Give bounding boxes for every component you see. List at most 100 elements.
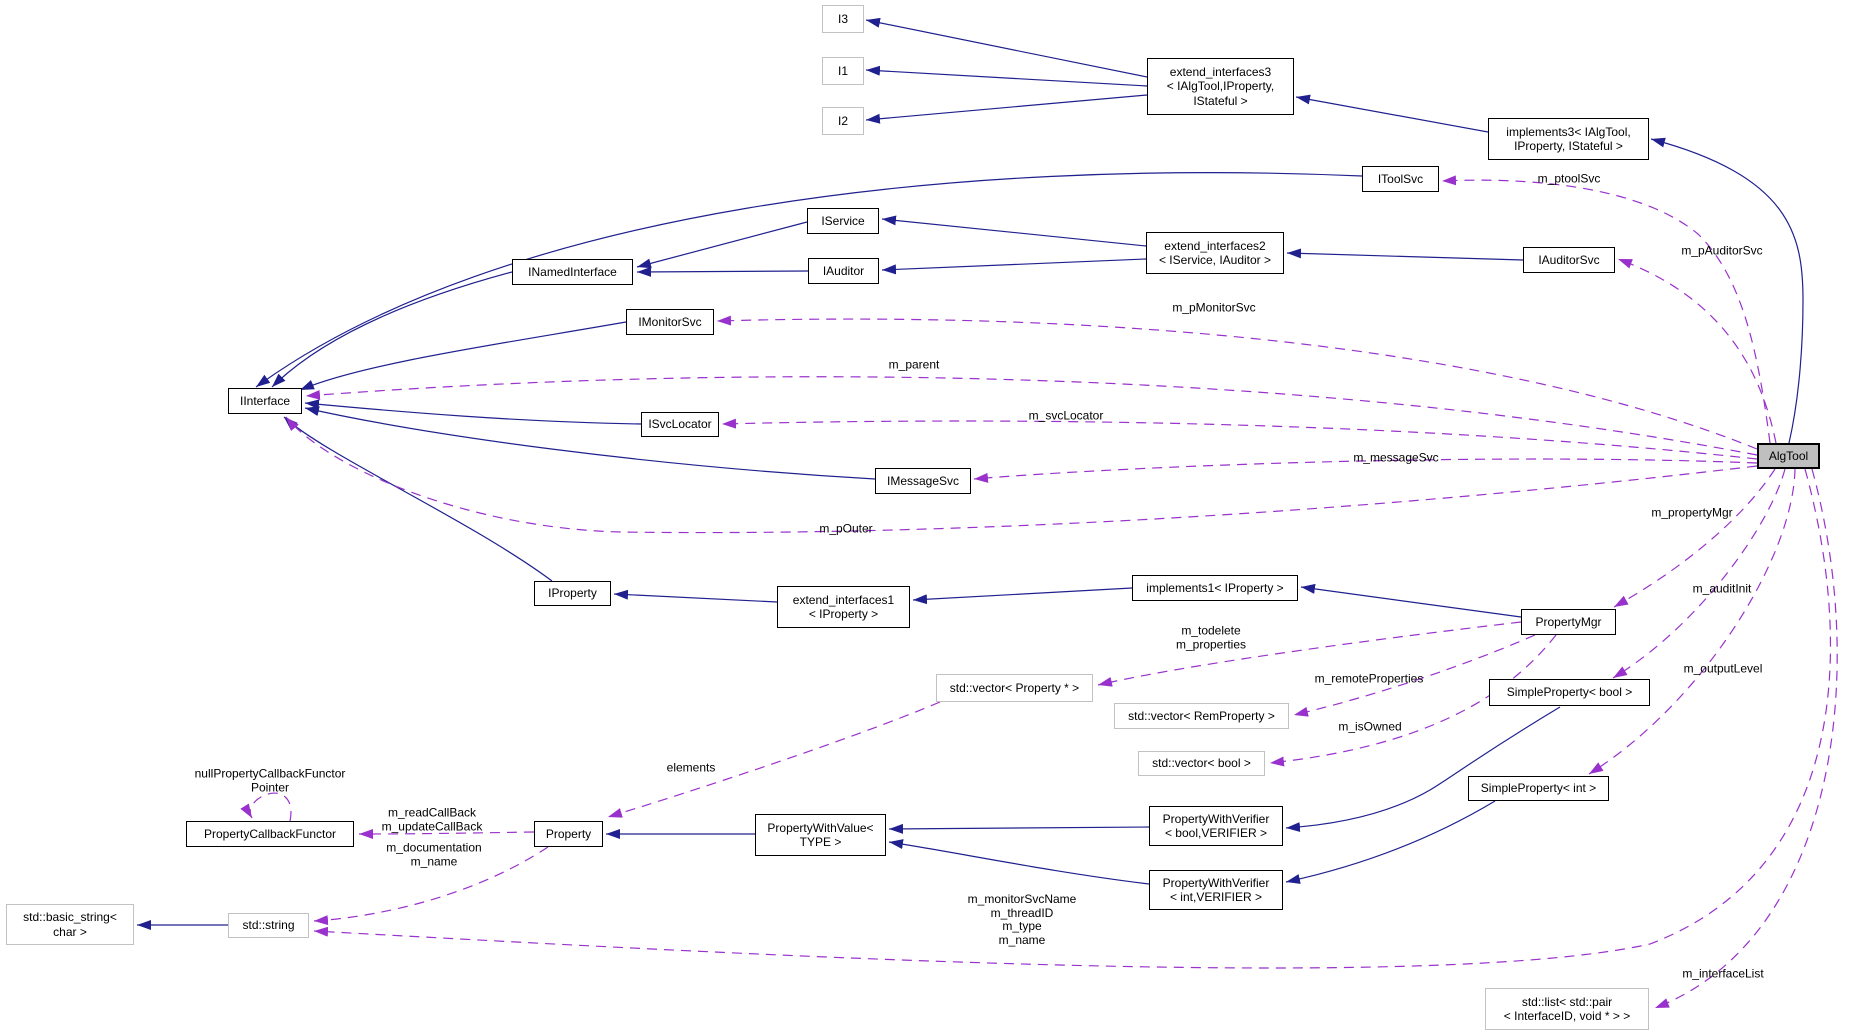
class-node-imonitorsvc[interactable]: IMonitorSvc bbox=[626, 309, 714, 335]
class-node-label: IToolSvc bbox=[1377, 171, 1424, 186]
edge-iservice-to-inamedinterface bbox=[636, 221, 808, 269]
edge-iauditor-to-inamedinterface bbox=[636, 266, 809, 277]
edge-algtool-to-implements3 bbox=[1650, 137, 1804, 444]
class-node-inamedinterface[interactable]: INamedInterface bbox=[512, 259, 633, 285]
class-node-label: Property bbox=[545, 826, 592, 841]
edge-imessagesvc-to-iinterface bbox=[304, 406, 876, 480]
edge-use-nullfunctor-selfloop bbox=[240, 792, 292, 822]
edge-use-remoteproperties bbox=[1293, 634, 1536, 717]
class-node-label: IMonitorSvc bbox=[638, 314, 702, 329]
class-node-label: I1 bbox=[837, 63, 848, 78]
edge-extend2-to-iservice bbox=[881, 215, 1147, 247]
class-node-itoolsvc[interactable]: IToolSvc bbox=[1362, 166, 1439, 192]
class-node-label: < bool,VERIFIER > bbox=[1164, 826, 1268, 840]
edge-use-ptoolsvc bbox=[1441, 175, 1771, 444]
edge-use-elements bbox=[607, 701, 941, 818]
class-node-i2[interactable]: I2 bbox=[822, 107, 864, 135]
edge-spint-to-pwv-int bbox=[1285, 800, 1496, 884]
edge-use-svclocator bbox=[721, 418, 1758, 460]
class-node-label: SimpleProperty< bool > bbox=[1506, 685, 1633, 700]
edge-use-propertymgr bbox=[1613, 468, 1776, 608]
class-node-label: IProperty bbox=[548, 586, 597, 601]
class-node-iauditorsvc[interactable]: IAuditorSvc bbox=[1523, 247, 1615, 273]
class-node-isvclocator[interactable]: ISvcLocator bbox=[641, 412, 719, 437]
class-node-propertywithverifier-bool[interactable]: PropertyWithVerifier< bool,VERIFIER > bbox=[1149, 806, 1283, 846]
class-node-label: extend_interfaces2 bbox=[1164, 238, 1266, 253]
edge-use-documentation-name bbox=[313, 846, 549, 926]
edge-implements3-to-extend3 bbox=[1295, 94, 1489, 133]
edge-propertymgr-to-implements1 bbox=[1300, 583, 1522, 618]
class-node-label: < IAlgTool,IProperty, bbox=[1166, 79, 1275, 94]
class-node-label: std::vector< Property * > bbox=[949, 680, 1080, 695]
class-node-std-string[interactable]: std::string bbox=[228, 913, 309, 938]
class-node-label: I3 bbox=[837, 11, 848, 26]
edge-use-auditinit bbox=[1612, 468, 1786, 679]
class-node-vector-bool[interactable]: std::vector< bool > bbox=[1138, 751, 1265, 776]
class-node-label: IStateful > bbox=[1193, 93, 1248, 108]
class-node-label: INamedInterface bbox=[528, 264, 617, 279]
class-node-i3[interactable]: I3 bbox=[822, 5, 864, 33]
edge-isvclocator-to-iinterface bbox=[304, 399, 642, 425]
edge-extend3-to-i3 bbox=[865, 17, 1148, 78]
class-node-label: I2 bbox=[837, 113, 848, 128]
edge-pwv-int-to-propertywithvalue bbox=[888, 839, 1150, 885]
edge-use-pauditorsvc bbox=[1617, 258, 1777, 444]
edge-use-parent bbox=[305, 376, 1758, 456]
class-node-label: ISvcLocator bbox=[648, 417, 712, 432]
class-node-imessagesvc[interactable]: IMessageSvc bbox=[875, 468, 971, 494]
class-node-extend-interfaces1[interactable]: extend_interfaces1< IProperty > bbox=[777, 586, 910, 628]
class-node-iauditor[interactable]: IAuditor bbox=[808, 258, 879, 284]
class-node-vector-remproperty[interactable]: std::vector< RemProperty > bbox=[1114, 703, 1289, 729]
class-node-implements3[interactable]: implements3< IAlgTool,IProperty, IStatef… bbox=[1488, 118, 1649, 160]
class-node-label: IService bbox=[821, 213, 865, 228]
edge-extend3-to-i1 bbox=[865, 65, 1148, 87]
edge-use-monitorsvcname bbox=[313, 468, 1832, 969]
class-node-iproperty[interactable]: IProperty bbox=[534, 581, 611, 606]
class-node-label: std::vector< RemProperty > bbox=[1128, 708, 1275, 723]
edge-use-pouter bbox=[285, 416, 1758, 534]
class-node-iservice[interactable]: IService bbox=[807, 208, 879, 234]
class-node-label: TYPE > bbox=[799, 835, 842, 849]
class-node-label: implements1< IProperty > bbox=[1146, 580, 1284, 595]
class-node-label: AlgTool bbox=[1768, 448, 1809, 463]
class-node-label: std::string bbox=[242, 918, 295, 933]
class-node-property[interactable]: Property bbox=[534, 821, 603, 847]
class-node-basic-string[interactable]: std::basic_string<char > bbox=[6, 904, 134, 945]
class-node-label: < int,VERIFIER > bbox=[1169, 890, 1263, 904]
class-node-std-list[interactable]: std::list< std::pair< InterfaceID, void … bbox=[1485, 988, 1649, 1030]
class-node-label: < InterfaceID, void * > > bbox=[1503, 1009, 1631, 1023]
class-node-label: IAuditorSvc bbox=[1538, 252, 1600, 267]
class-node-label: extend_interfaces3 bbox=[1169, 64, 1272, 79]
class-node-label: PropertyCallbackFunctor bbox=[203, 826, 337, 841]
class-node-vector-property[interactable]: std::vector< Property * > bbox=[936, 674, 1093, 702]
class-node-label: std::basic_string< bbox=[23, 910, 117, 924]
class-node-label: implements3< IAlgTool, bbox=[1506, 124, 1631, 139]
edge-use-interfacelist bbox=[1654, 468, 1838, 1009]
class-node-extend-interfaces3[interactable]: extend_interfaces3< IAlgTool,IProperty,I… bbox=[1147, 58, 1294, 115]
class-node-implements1[interactable]: implements1< IProperty > bbox=[1132, 575, 1298, 601]
class-node-propertycallbackfunctor[interactable]: PropertyCallbackFunctor bbox=[186, 821, 354, 847]
class-node-propertymgr[interactable]: PropertyMgr bbox=[1521, 609, 1616, 635]
class-node-simpleproperty-int[interactable]: SimpleProperty< int > bbox=[1468, 776, 1609, 801]
class-node-label: IMessageSvc bbox=[886, 473, 960, 488]
class-node-iinterface[interactable]: IInterface bbox=[228, 388, 302, 414]
edge-spbool-to-pwv-bool bbox=[1285, 706, 1561, 833]
class-node-extend-interfaces2[interactable]: extend_interfaces2< IService, IAuditor > bbox=[1146, 232, 1284, 274]
class-node-label: PropertyWithVerifier bbox=[1162, 811, 1270, 826]
class-node-label: char > bbox=[53, 924, 87, 939]
edge-use-messagesvc bbox=[973, 458, 1758, 483]
class-node-simpleproperty-bool[interactable]: SimpleProperty< bool > bbox=[1489, 679, 1650, 706]
edge-imonitorsvc-to-iinterface bbox=[299, 321, 627, 391]
class-node-label: SimpleProperty< int > bbox=[1480, 781, 1597, 796]
edge-pwv-bool-to-propertywithvalue bbox=[888, 823, 1150, 834]
class-node-propertywithverifier-int[interactable]: PropertyWithVerifier< int,VERIFIER > bbox=[1149, 870, 1283, 910]
edge-itoolsvc-to-iinterface bbox=[255, 172, 1363, 388]
edge-iproperty-to-iinterface bbox=[283, 416, 553, 582]
class-node-propertywithvalue[interactable]: PropertyWithValue<TYPE > bbox=[755, 814, 886, 856]
class-node-i1[interactable]: I1 bbox=[822, 57, 864, 85]
class-node-label: PropertyMgr bbox=[1535, 614, 1602, 629]
class-node-label: extend_interfaces1 bbox=[792, 592, 895, 607]
edge-extend2-to-iauditor bbox=[881, 258, 1147, 275]
edge-inamedinterface-to-iinterface bbox=[271, 271, 513, 388]
